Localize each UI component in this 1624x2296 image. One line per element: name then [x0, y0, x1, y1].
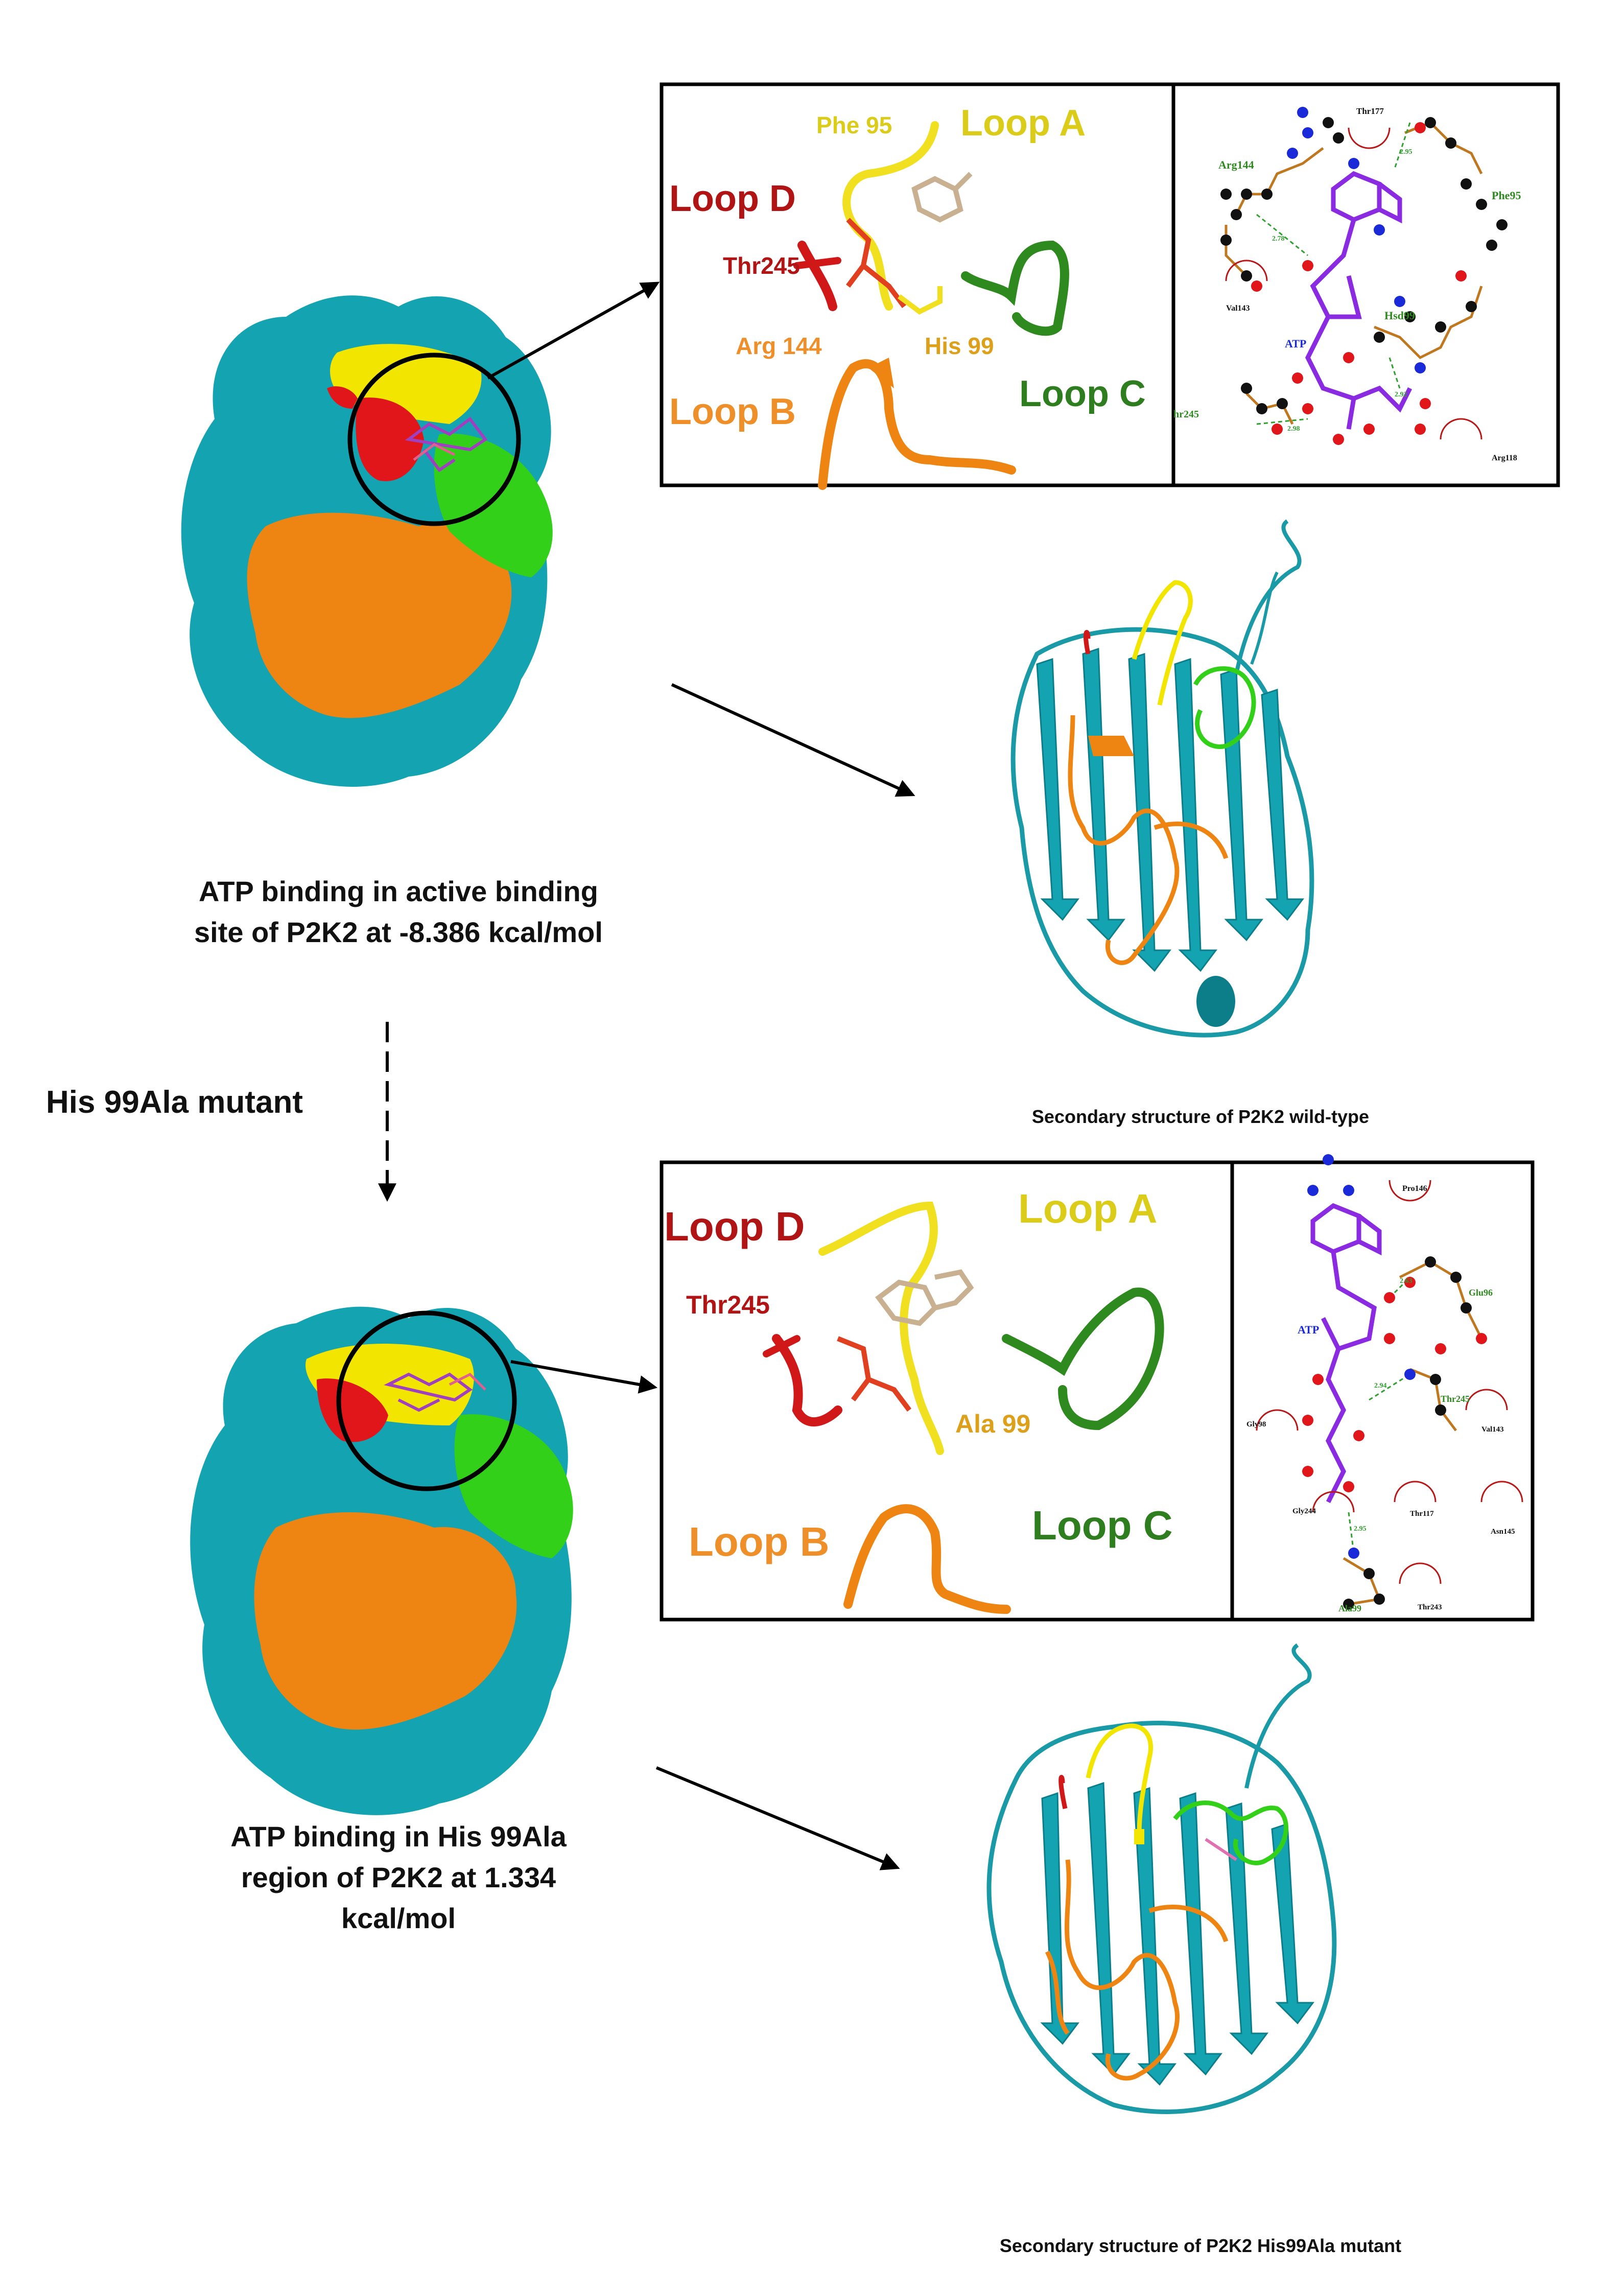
lig-dist-4: 2.98 [1287, 425, 1300, 433]
structure-arrow-wildtype [671, 683, 915, 797]
mut-lig-glu96: Glu96 [1469, 1287, 1493, 1298]
wildtype-zoom-panel [660, 82, 1560, 490]
label-his99: His 99 [925, 333, 994, 359]
mut-lig-dist-2: 2.94 [1374, 1382, 1387, 1390]
mut-lig-val143: Val143 [1481, 1425, 1504, 1434]
mutant-caption-line1: ATP binding in His 99Ala [230, 1820, 567, 1853]
mut-lig-atp: ATP [1298, 1323, 1320, 1336]
lig-dist-3: 2.92 [1395, 391, 1407, 399]
wildtype-caption-line1: ATP binding in active binding [199, 875, 598, 907]
mut-lig-thr245: Thr245 [1441, 1394, 1470, 1404]
mutation-label: His 99Ala mutant [46, 1085, 303, 1120]
wildtype-secondary-caption: Secondary structure of P2K2 wild-type [1031, 1106, 1370, 1127]
wildtype-surface [181, 295, 553, 787]
label-loop-b: Loop B [669, 391, 796, 432]
lig-thr177: Thr177 [1356, 106, 1384, 116]
wildtype-secondary-structure [1010, 519, 1314, 1038]
mut-lig-gly244: Gly244 [1292, 1507, 1316, 1515]
mutant-caption-line2: region of P2K2 at 1.334 [241, 1861, 556, 1893]
lig-arg118: Arg118 [1492, 454, 1517, 462]
lig-dist-1: 2.95 [1400, 148, 1413, 156]
wildtype-surface-caption: ATP binding in active binding site of P2… [117, 871, 679, 953]
mutant-ligplot [1256, 1154, 1523, 1610]
mut-lig-asn145: Asn145 [1491, 1528, 1515, 1536]
mutant-label-thr245: Thr245 [686, 1291, 770, 1319]
mutant-zoom-panel [660, 1160, 1535, 1622]
lig-phe95: Phe95 [1492, 189, 1521, 202]
mutant-label-loop-d: Loop D [664, 1204, 805, 1249]
structure-arrow-mutant [655, 1766, 900, 1870]
mut-lig-gly98: Gly98 [1246, 1420, 1266, 1428]
mut-lig-dist-1: 2.63 [1400, 1277, 1413, 1285]
label-thr245: Thr245 [723, 252, 800, 279]
mut-lig-pro146: Pro146 [1402, 1184, 1427, 1193]
label-arg144: Arg 144 [736, 333, 822, 359]
label-loop-a: Loop A [960, 103, 1086, 144]
label-phe95: Phe 95 [816, 112, 892, 138]
mutant-label-loop-b: Loop B [689, 1519, 830, 1564]
lig-dist-2: 2.78 [1272, 235, 1285, 243]
mutant-label-loop-c: Loop C [1032, 1503, 1173, 1548]
label-loop-d: Loop D [669, 178, 796, 219]
mutant-surface [190, 1306, 573, 1815]
wildtype-ligplot [1220, 107, 1508, 445]
lig-atp: ATP [1285, 337, 1307, 350]
wildtype-caption-line2: site of P2K2 at -8.386 kcal/mol [194, 916, 603, 948]
lig-arg144: Arg144 [1218, 158, 1254, 171]
mutant-secondary-structure [986, 1643, 1337, 2114]
zoom-arrow-mutant [510, 1360, 658, 1394]
mutant-caption-line3: kcal/mol [341, 1902, 456, 1934]
label-loop-c: Loop C [1019, 373, 1146, 414]
lig-val143: Val143 [1226, 304, 1250, 313]
mutant-surface-caption: ATP binding in His 99Ala region of P2K2 … [117, 1816, 679, 1939]
lig-hsd99: Hsd99 [1384, 309, 1415, 322]
mutant-label-ala99: Ala 99 [955, 1410, 1031, 1438]
mut-lig-thr117: Thr117 [1410, 1510, 1434, 1518]
mut-lig-thr243: Thr243 [1418, 1603, 1442, 1611]
mut-lig-ala99: Ala99 [1338, 1603, 1361, 1613]
zoom-arrow-wildtype [487, 282, 660, 380]
mut-lig-dist-3: 2.95 [1354, 1525, 1367, 1533]
lig-thr245: hr245 [1173, 409, 1199, 420]
mutant-secondary-caption: Secondary structure of P2K2 His99Ala mut… [999, 2235, 1402, 2256]
mutant-label-loop-a: Loop A [1018, 1186, 1158, 1231]
